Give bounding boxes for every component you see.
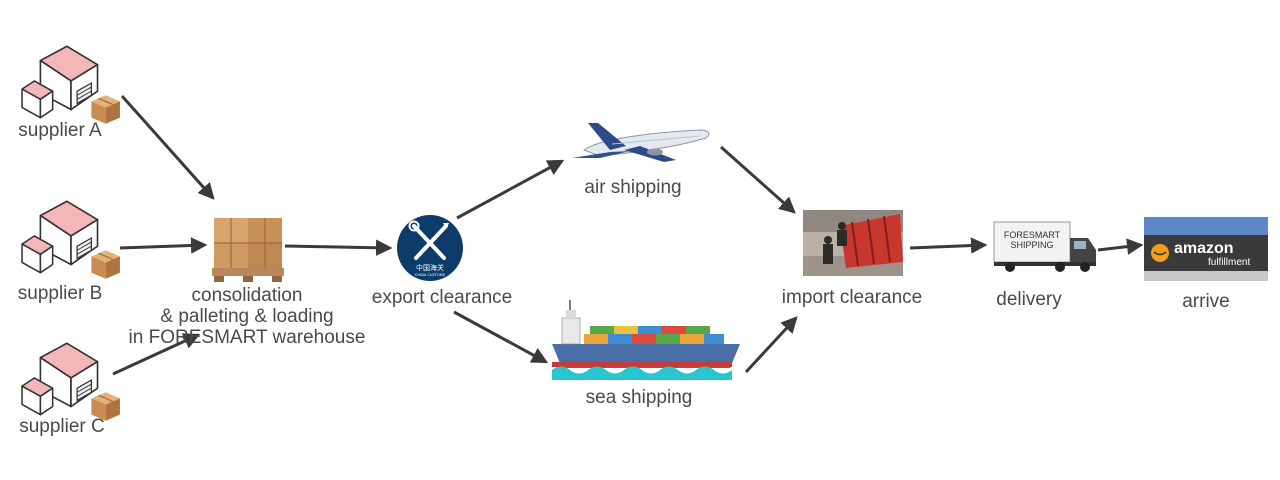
amazon-fulfillment-photo: amazon fulfillment [1144,217,1268,281]
node-label-arrive: arrive [1182,291,1230,312]
node-label-supplier-a: supplier A [18,120,102,141]
sign-text-fulfillment: fulfillment [1208,257,1250,268]
arrow-export-to-air [456,159,565,220]
node-label-supplier-b: supplier B [17,283,103,304]
node-label-supplier-c: supplier C [19,416,105,437]
emblem-text: 中国海关 [416,263,444,272]
warehouse-icon [21,200,121,279]
container-ship-icon [552,300,740,380]
warehouse-icon [21,342,121,421]
consolidation-line-2: & palleting & loading [160,306,334,327]
node-label-sea-shipping: sea shipping [585,387,693,408]
consolidation-line-1: consolidation [191,285,303,306]
arrow-sea-to-import [744,316,798,374]
node-label-consolidation: consolidation & palleting & loading in F… [97,285,397,348]
node-label-delivery: delivery [996,289,1062,310]
customs-inspection-photo [803,210,903,276]
warehouse-icon [21,45,121,124]
truck-text-line-2: SHIPPING [1010,240,1053,250]
node-label-import-clearance: import clearance [781,287,923,308]
arrow-supplier-b-to-consolidation [119,237,208,254]
china-customs-emblem-icon: 中国海关 CHINA CUSTOMS [397,215,463,281]
arrow-supplier-a-to-consolidation [120,95,215,200]
arrow-consolidation-to-export [284,239,393,256]
arrow-import-to-delivery [909,237,988,254]
arrow-export-to-sea [453,310,549,364]
consolidation-line-3: in FORESMART warehouse [128,327,366,348]
truck-text-line-1: FORESMART [1004,230,1061,240]
node-label-export-clearance: export clearance [371,287,513,308]
delivery-truck-icon: FORESMART SHIPPING [993,221,1096,272]
airplane-icon [572,123,710,162]
arrow-delivery-to-arrive [1097,238,1144,255]
sign-text-amazon: amazon [1174,240,1234,257]
emblem-subtext: CHINA CUSTOMS [415,273,446,277]
arrow-supplier-c-to-consolidation [112,333,201,376]
node-label-air-shipping: air shipping [584,177,682,198]
pallet-boxes-icon [212,218,284,282]
arrows [112,95,1144,376]
arrow-air-to-import [720,145,796,214]
